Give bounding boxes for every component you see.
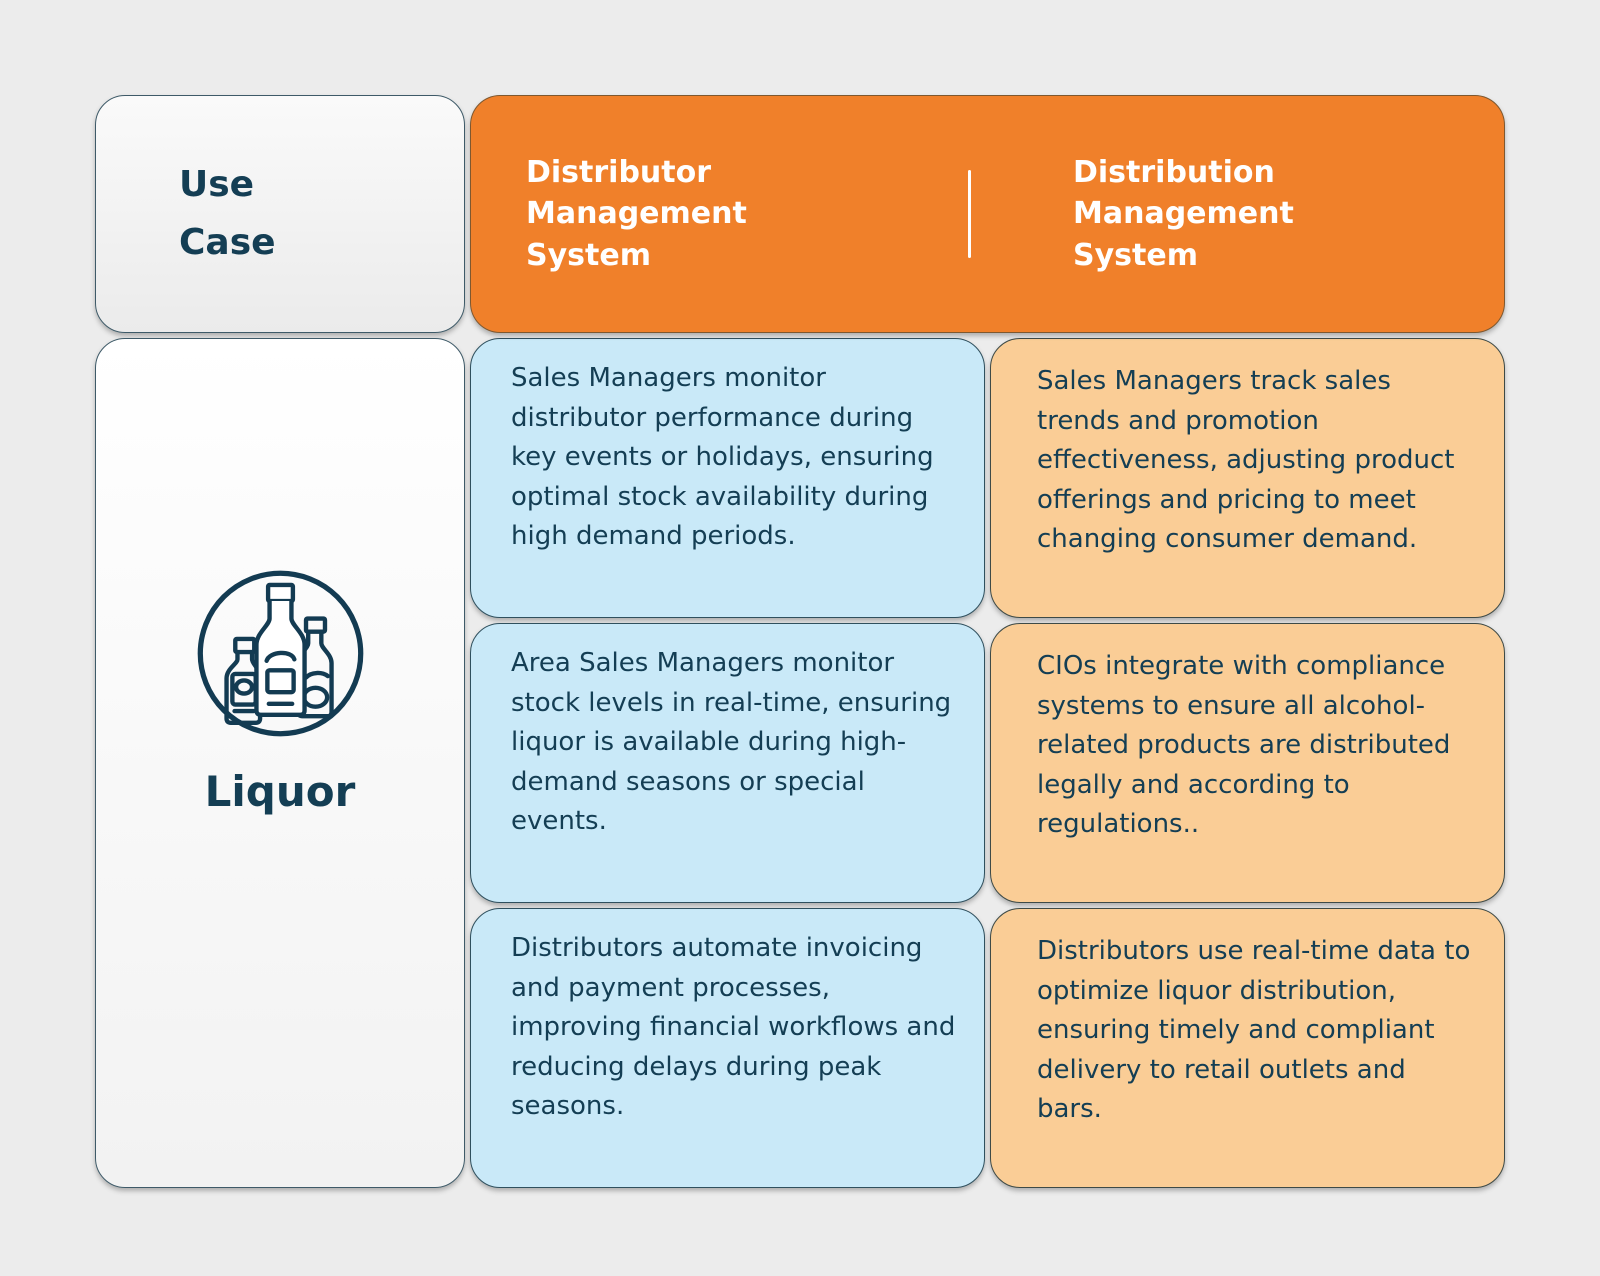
comparison-table: Use Case Distributor Management System D…	[95, 95, 1505, 1188]
column-headers-card: Distributor Management System Distributi…	[470, 95, 1505, 333]
use-case-heading: Use Case	[179, 163, 276, 263]
category-label: Liquor	[204, 767, 356, 816]
liquor-bottles-icon	[197, 570, 363, 737]
cell-distribution-row2: CIOs integrate with compliance systems t…	[990, 623, 1505, 903]
cell-distributor-row1: Sales Managers monitor distributor perfo…	[470, 338, 985, 618]
column-header-distributor-management-system: Distributor Management System	[526, 154, 747, 273]
header-divider	[968, 170, 971, 258]
column-header-distribution-management-system: Distribution Management System	[1073, 154, 1294, 273]
cell-distribution-row1: Sales Managers track sales trends and pr…	[990, 338, 1505, 618]
cell-distributor-row3: Distributors automate invoicing and paym…	[470, 908, 985, 1188]
cell-distributor-row2: Area Sales Managers monitor stock levels…	[470, 623, 985, 903]
category-card-liquor: Liquor	[95, 338, 465, 1188]
cell-distribution-row3: Distributors use real-time data to optim…	[990, 908, 1505, 1188]
corner-header-card: Use Case	[95, 95, 465, 333]
